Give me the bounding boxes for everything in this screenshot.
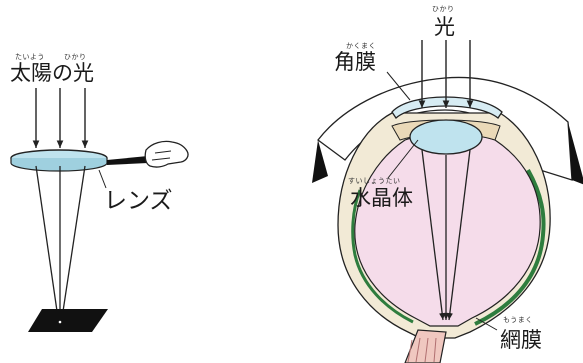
light-label: 光 xyxy=(434,17,455,38)
crystalline-lens xyxy=(410,120,482,154)
sun-light-label: 太陽の光 xyxy=(10,63,94,84)
lens-pointer-line xyxy=(99,170,106,188)
cornea-ruby: かくまく xyxy=(346,43,376,50)
sun-ruby-1: たいよう xyxy=(15,54,45,61)
hand-illustration xyxy=(145,141,188,167)
sun-ruby-2: ひかり xyxy=(64,54,87,61)
focal-paper xyxy=(28,309,108,332)
crystalline-lens-ruby: すいしょうたい xyxy=(348,178,401,185)
cornea-label: 角膜 xyxy=(334,52,376,73)
focus-ray-right xyxy=(62,166,85,318)
retina-ruby: もうまく xyxy=(503,317,533,324)
lens-label: レンズ xyxy=(104,190,173,213)
crystalline-lens-label: 水晶体 xyxy=(350,188,413,209)
focus-ray-left xyxy=(36,166,58,318)
focal-point xyxy=(59,321,62,324)
retina-label: 網膜 xyxy=(500,330,542,351)
lens-handle xyxy=(107,156,148,165)
light-ruby: ひかり xyxy=(432,6,455,13)
